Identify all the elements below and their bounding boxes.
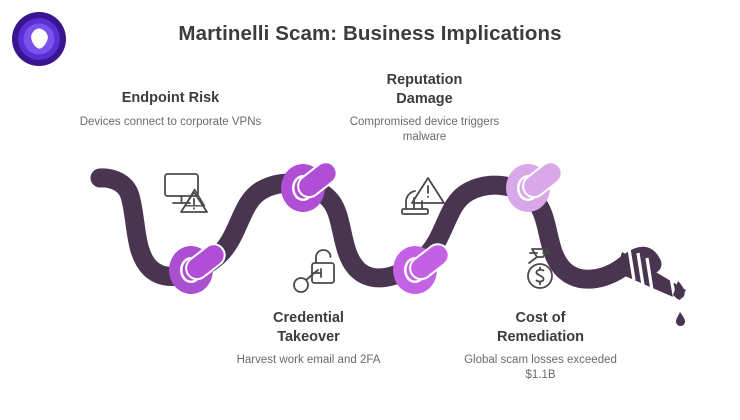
step-title: Endpoint Risk: [121, 90, 220, 106]
step-description: Devices connect to corporate VPNs: [79, 115, 262, 128]
rope-brush-tip: [616, 248, 686, 301]
step-credential-takeover: Credential Takeover Harvest work email a…: [216, 309, 401, 368]
rope-path: [90, 168, 662, 289]
brand-logo[interactable]: [10, 10, 68, 68]
declining-bar-chart-warning-icon: [400, 170, 452, 222]
step-endpoint-risk: Endpoint Risk Devices connect to corpora…: [78, 89, 263, 130]
monitor-warning-icon: [160, 168, 212, 220]
step-cost-of-remediation: Cost of Remediation Global scam losses e…: [448, 309, 633, 384]
unlocked-padlock-key-icon: [288, 245, 340, 297]
play-badge-logo-icon: [12, 12, 66, 66]
rope-knot-4: [506, 161, 563, 212]
step-title: Reputation Damage: [386, 72, 463, 107]
step-description: Harvest work email and 2FA: [236, 354, 381, 367]
rope-knot-1: [169, 243, 226, 294]
money-bag-dollar-icon: [515, 243, 567, 295]
drip-drop-icon: [676, 312, 685, 326]
step-title: Credential Takeover: [273, 310, 344, 345]
rope-knot-3: [393, 243, 450, 294]
step-description: Compromised device triggers malware: [349, 116, 500, 144]
step-title: Cost of Remediation: [496, 310, 584, 345]
page-title: Martinelli Scam: Business Implications: [178, 22, 562, 45]
rope-knot-2: [281, 161, 338, 212]
step-reputation-damage: Reputation Damage Compromised device tri…: [332, 71, 517, 146]
step-description: Global scam losses exceeded $1.1B: [464, 354, 617, 382]
